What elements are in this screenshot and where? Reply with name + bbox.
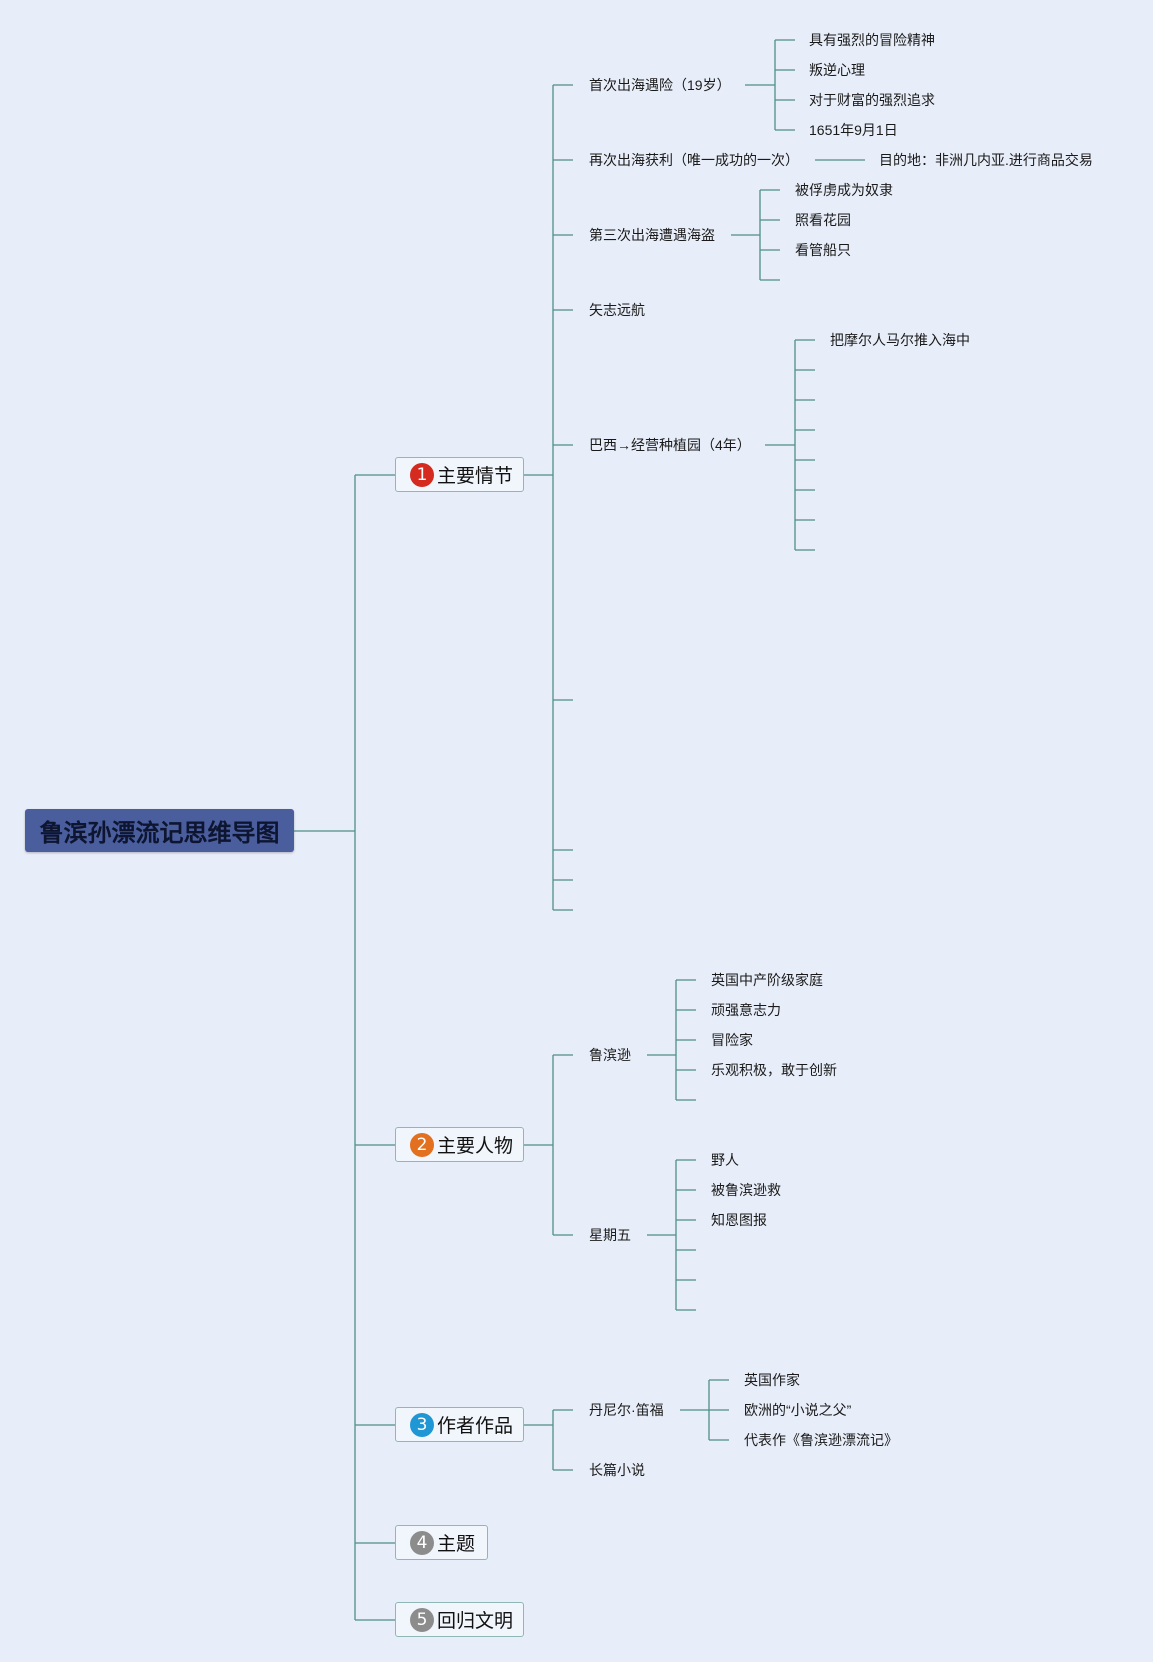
detail-adventurer[interactable]: 冒险家 <box>711 1032 753 1048</box>
branch-label: 回归文明 <box>437 1611 514 1632</box>
root-topic[interactable]: 鲁滨孙漂流记思维导图 <box>25 809 294 852</box>
topic-genre[interactable]: 长篇小说 <box>589 1462 645 1478</box>
detail-grateful[interactable]: 知恩图报 <box>711 1212 767 1228</box>
topic-author[interactable]: 丹尼尔·笛福 <box>589 1402 664 1418</box>
badge-1-icon: 1 <box>410 462 434 487</box>
branch-label: 主题 <box>437 1534 476 1555</box>
badge-4-icon: 4 <box>410 1530 434 1555</box>
detail-savage[interactable]: 野人 <box>711 1152 739 1168</box>
topic-second-voyage[interactable]: 再次出海获利（唯一成功的一次） <box>589 152 799 168</box>
detail-middle-class[interactable]: 英国中产阶级家庭 <box>711 972 823 988</box>
topic-first-voyage[interactable]: 首次出海遇险（19岁） <box>589 77 731 93</box>
detail-captured-slave[interactable]: 被俘虏成为奴隶 <box>795 182 893 198</box>
branch-main-plot[interactable]: 1 主要情节 <box>395 457 524 492</box>
detail-watch-ship[interactable]: 看管船只 <box>795 242 851 258</box>
detail-tend-garden[interactable]: 照看花园 <box>795 212 851 228</box>
detail-willpower[interactable]: 顽强意志力 <box>711 1002 781 1018</box>
branch-label: 主要情节 <box>437 466 514 487</box>
branch-label: 作者作品 <box>437 1416 514 1437</box>
badge-2-icon: 2 <box>410 1132 434 1157</box>
topic-brazil[interactable]: 巴西→经营种植园（4年） <box>589 437 751 453</box>
topic-robinson[interactable]: 鲁滨逊 <box>589 1047 631 1063</box>
detail-pursuit-wealth[interactable]: 对于财富的强烈追求 <box>809 92 935 108</box>
detail-english-writer[interactable]: 英国作家 <box>744 1372 800 1388</box>
detail-destination[interactable]: 目的地：非洲几内亚.进行商品交易 <box>879 152 1093 168</box>
branch-theme[interactable]: 4 主题 <box>395 1525 488 1560</box>
detail-push-moor[interactable]: 把摩尔人马尔推入海中 <box>830 332 970 348</box>
detail-rebellious[interactable]: 叛逆心理 <box>809 62 865 78</box>
detail-optimistic[interactable]: 乐观积极，敢于创新 <box>711 1062 837 1078</box>
badge-5-icon: 5 <box>410 1607 434 1632</box>
branch-main-characters[interactable]: 2 主要人物 <box>395 1127 524 1162</box>
branch-label: 主要人物 <box>437 1136 514 1157</box>
detail-father-novel[interactable]: 欧洲的“小说之父” <box>744 1402 852 1418</box>
branch-author-works[interactable]: 3 作者作品 <box>395 1407 524 1442</box>
detail-adventure-spirit[interactable]: 具有强烈的冒险精神 <box>809 32 935 48</box>
topic-vow[interactable]: 矢志远航 <box>589 302 645 318</box>
branch-return-civilization[interactable]: 5 回归文明 <box>395 1602 524 1637</box>
topic-third-voyage[interactable]: 第三次出海遭遇海盗 <box>589 227 715 243</box>
badge-3-icon: 3 <box>410 1412 434 1437</box>
detail-date[interactable]: 1651年9月1日 <box>809 122 898 138</box>
root-title: 鲁滨孙漂流记思维导图 <box>39 820 280 847</box>
detail-rescued[interactable]: 被鲁滨逊救 <box>711 1182 781 1198</box>
topic-friday[interactable]: 星期五 <box>589 1227 631 1243</box>
detail-masterpiece[interactable]: 代表作《鲁滨逊漂流记》 <box>744 1432 898 1448</box>
